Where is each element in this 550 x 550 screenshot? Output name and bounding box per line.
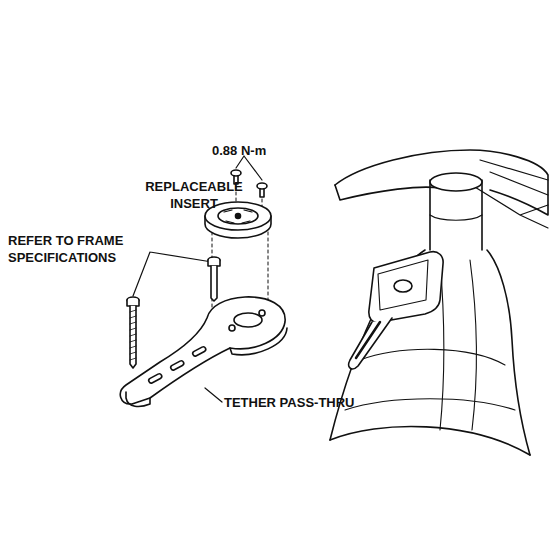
- part-label: TETHER PASS-THRU: [224, 394, 384, 411]
- part-label: REPLACEABLE INSERT: [140, 178, 248, 212]
- note-label: REFER TO FRAME SPECIFICATIONS: [8, 232, 150, 266]
- torque-label: 0.88 N-m: [212, 142, 292, 159]
